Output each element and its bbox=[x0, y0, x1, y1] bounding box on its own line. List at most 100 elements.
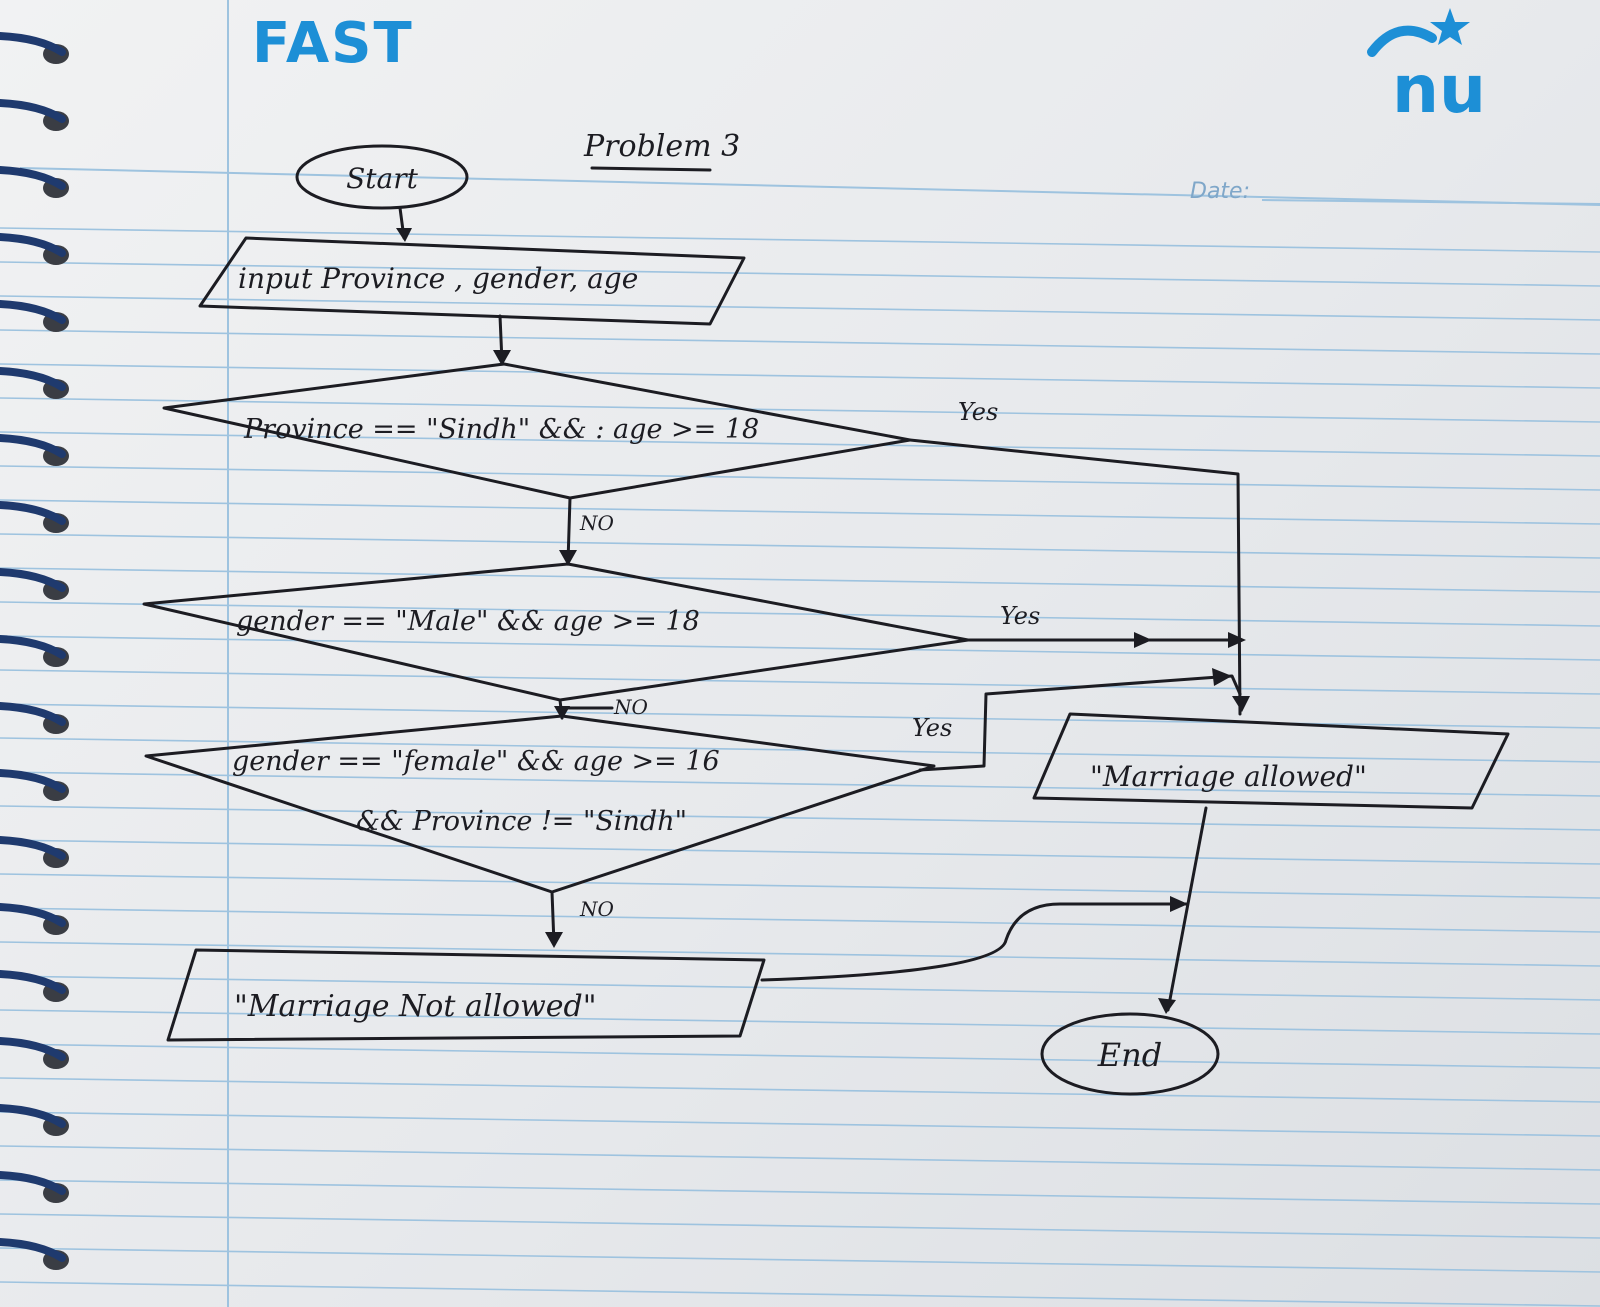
connector-allowed-end bbox=[1166, 806, 1208, 1012]
spiral-ring bbox=[0, 501, 69, 533]
ruled-line bbox=[0, 703, 1600, 729]
end-label: End bbox=[1097, 1036, 1162, 1074]
decision1-no-label: NO bbox=[579, 511, 614, 535]
spiral-ring bbox=[0, 970, 69, 1002]
ruled-line bbox=[0, 499, 1600, 525]
svg-text:nu: nu bbox=[1392, 51, 1486, 128]
start-terminal bbox=[295, 144, 469, 210]
spiral-binding bbox=[0, 32, 69, 1270]
ruled-lines bbox=[0, 227, 1600, 1307]
ruled-line bbox=[0, 1179, 1600, 1205]
output-not-allowed-label: "Marriage Not allowed" bbox=[234, 989, 597, 1024]
decision2-yes-label: Yes bbox=[1000, 602, 1040, 630]
decision3-no-label: NO bbox=[579, 897, 614, 921]
decision2-no-label: NO bbox=[613, 695, 648, 719]
decision1-yes-label: Yes bbox=[958, 398, 998, 426]
spiral-ring bbox=[0, 166, 69, 198]
spiral-ring bbox=[0, 1238, 69, 1270]
fast-logo: FAST bbox=[252, 11, 414, 76]
decision3-diamond bbox=[144, 714, 936, 894]
output-allowed-label: "Marriage allowed" bbox=[1090, 760, 1367, 793]
spiral-ring bbox=[0, 1037, 69, 1069]
ruled-line bbox=[0, 465, 1600, 491]
arrowhead bbox=[396, 228, 412, 242]
arrowhead bbox=[1134, 632, 1152, 648]
ruled-line bbox=[0, 1281, 1600, 1307]
decision3-label-line1: gender == "female" && age >= 16 bbox=[232, 746, 720, 777]
spiral-ring bbox=[0, 99, 69, 131]
date-label: Date: bbox=[1190, 179, 1250, 204]
ruled-line bbox=[0, 227, 1600, 253]
arrowhead bbox=[545, 932, 563, 948]
spiral-ring bbox=[0, 635, 69, 667]
spiral-ring bbox=[0, 233, 69, 265]
input-parallelogram bbox=[198, 236, 746, 326]
connector-decision1-yes bbox=[908, 438, 1242, 716]
ruled-line bbox=[0, 1009, 1600, 1035]
arrowhead bbox=[493, 350, 511, 366]
spiral-ring bbox=[0, 702, 69, 734]
ruled-line bbox=[0, 873, 1600, 899]
start-label: Start bbox=[346, 162, 419, 195]
ruled-line bbox=[0, 261, 1600, 287]
arrowhead bbox=[559, 550, 577, 566]
spiral-ring bbox=[0, 1171, 69, 1203]
page-title: Problem 3 bbox=[583, 129, 740, 164]
decision3-label-line2: && Province != "Sindh" bbox=[356, 806, 687, 837]
ruled-line bbox=[0, 669, 1600, 695]
ruled-line bbox=[0, 1213, 1600, 1239]
ruled-line bbox=[0, 1111, 1600, 1137]
ruled-line bbox=[0, 771, 1600, 797]
spiral-ring bbox=[0, 836, 69, 868]
spiral-ring bbox=[0, 568, 69, 600]
ruled-line bbox=[0, 1247, 1600, 1273]
ruled-line bbox=[0, 805, 1600, 831]
decision3-yes-label: Yes bbox=[912, 714, 952, 742]
ruled-line bbox=[0, 397, 1600, 423]
output-not-allowed-parallelogram bbox=[166, 948, 766, 1042]
ruled-line bbox=[0, 975, 1600, 1001]
decision1-label: Province == "Sindh" && : age >= 18 bbox=[243, 414, 759, 445]
spiral-ring bbox=[0, 903, 69, 935]
ruled-line bbox=[0, 907, 1600, 933]
ruled-line bbox=[0, 839, 1600, 865]
arrowhead bbox=[1170, 896, 1188, 912]
connector-not-allowed-merge bbox=[760, 902, 1188, 982]
arrowhead bbox=[1158, 998, 1176, 1014]
ruled-line bbox=[0, 1145, 1600, 1171]
decision2-label: gender == "Male" && age >= 18 bbox=[236, 606, 700, 637]
connector-decision3-yes bbox=[918, 674, 1242, 772]
spiral-ring bbox=[0, 434, 69, 466]
ruled-line bbox=[0, 635, 1600, 661]
end-terminal bbox=[1040, 1012, 1220, 1096]
nu-logo: nu bbox=[1367, 8, 1486, 128]
ruled-line bbox=[0, 601, 1600, 627]
ruled-line bbox=[0, 567, 1600, 593]
arrowhead bbox=[1228, 632, 1246, 648]
spiral-ring bbox=[0, 769, 69, 801]
arrowhead bbox=[1212, 668, 1232, 686]
arrowhead bbox=[1232, 696, 1250, 712]
spiral-ring bbox=[0, 1104, 69, 1136]
ruled-line bbox=[0, 295, 1600, 321]
ruled-line bbox=[0, 1077, 1600, 1103]
ruled-line bbox=[0, 431, 1600, 457]
star-icon bbox=[1430, 8, 1470, 45]
spiral-ring bbox=[0, 367, 69, 399]
ruled-line bbox=[0, 737, 1600, 763]
ruled-line bbox=[0, 1043, 1600, 1069]
title-underline bbox=[590, 166, 712, 172]
header-line bbox=[19, 167, 1600, 206]
ruled-line bbox=[0, 533, 1600, 559]
input-label: input Province , gender, age bbox=[238, 262, 638, 295]
spiral-ring bbox=[0, 32, 69, 64]
ruled-line bbox=[0, 329, 1600, 355]
spiral-ring bbox=[0, 300, 69, 332]
date-underline bbox=[1261, 199, 1600, 205]
ruled-line bbox=[0, 363, 1600, 389]
output-allowed-parallelogram bbox=[1032, 712, 1510, 810]
ruled-line bbox=[0, 941, 1600, 967]
